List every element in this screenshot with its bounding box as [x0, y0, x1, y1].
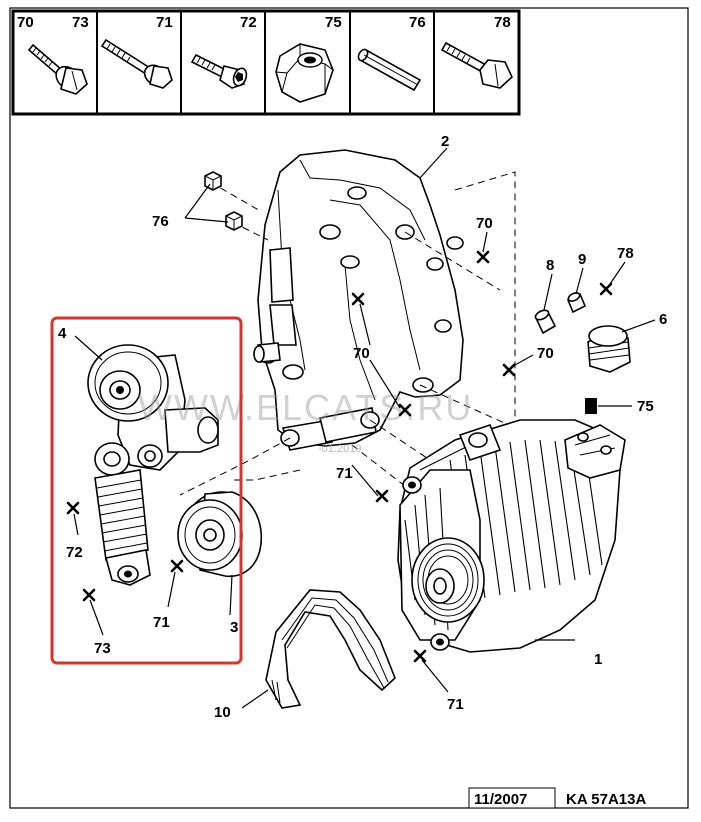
header-cell-1-left-label: 70	[17, 14, 34, 31]
callout-labels: 2 76 70 70 70 8 9 78 6 75 4 72 73 71 3 7…	[58, 133, 667, 721]
callout-9: 9	[578, 251, 586, 268]
long-flange-bolt-icon	[100, 38, 173, 89]
callout-10: 10	[214, 704, 231, 721]
belt-tensioner-assembly	[87, 344, 219, 586]
footer-code: KA 57A13A	[566, 791, 646, 808]
hex-bolt-icon	[440, 41, 513, 89]
poly-v-belt	[265, 589, 396, 709]
spacer-part-8	[534, 309, 557, 335]
callout-71-bracket: 71	[336, 465, 353, 482]
footer-date: 11/2007	[474, 791, 527, 808]
callout-70-top: 70	[476, 215, 493, 232]
header-cell-6-label: 78	[494, 14, 511, 31]
terminal-nut-part-75	[585, 398, 597, 414]
callout-3: 3	[230, 619, 238, 636]
socket-cap-screw-icon	[190, 53, 248, 89]
highlight-box	[50, 316, 243, 665]
callout-70-right: 70	[537, 345, 554, 362]
flange-bolt-icon	[27, 43, 88, 95]
spacer-part-9	[566, 292, 587, 314]
marker-71a	[375, 489, 389, 503]
callout-1: 1	[594, 651, 602, 668]
header-cell-2-label: 71	[156, 14, 173, 31]
callout-2: 2	[441, 133, 449, 150]
callout-71-tensioner: 71	[153, 614, 170, 631]
marker-70a	[476, 250, 490, 264]
watermark-text: WWW.ELCATS.RU	[138, 387, 473, 428]
header-cell-3-label: 72	[240, 14, 257, 31]
marker-71c	[413, 649, 427, 663]
marker-78	[599, 282, 613, 296]
marker-71b	[170, 559, 184, 573]
bolt-position-markers	[66, 250, 613, 663]
callout-6: 6	[659, 311, 667, 328]
callout-8: 8	[546, 257, 554, 274]
callout-75: 75	[637, 398, 654, 415]
callout-72: 72	[66, 544, 83, 561]
header-cell-1-right-label: 73	[72, 14, 89, 31]
alternator	[397, 419, 626, 653]
marker-70c	[502, 363, 516, 377]
header-cell-5-label: 76	[409, 14, 426, 31]
marker-70b	[351, 292, 365, 306]
marker-70d	[398, 403, 412, 417]
footer-reference: 11/2007 KA 57A13A	[468, 787, 646, 809]
roll-pin-part-76	[204, 171, 243, 231]
callout-70-mid: 70	[353, 345, 370, 362]
leader-lines	[73, 147, 656, 709]
callout-4: 4	[58, 325, 67, 342]
callout-76: 76	[152, 213, 169, 230]
hex-nut-icon	[275, 43, 334, 103]
hardware-header-strip: 70 73 71 72 75 76 78	[11, 9, 521, 116]
roll-pin-icon	[357, 48, 422, 92]
callout-78: 78	[617, 245, 634, 262]
header-cell-4-label: 75	[325, 14, 342, 31]
marker-73	[82, 588, 96, 602]
callout-71-alternator: 71	[447, 696, 464, 713]
watermark-date: -01.2019	[318, 443, 361, 455]
marker-72	[66, 501, 80, 515]
callout-73: 73	[94, 640, 111, 657]
terminal-cap-part-6	[587, 325, 631, 373]
